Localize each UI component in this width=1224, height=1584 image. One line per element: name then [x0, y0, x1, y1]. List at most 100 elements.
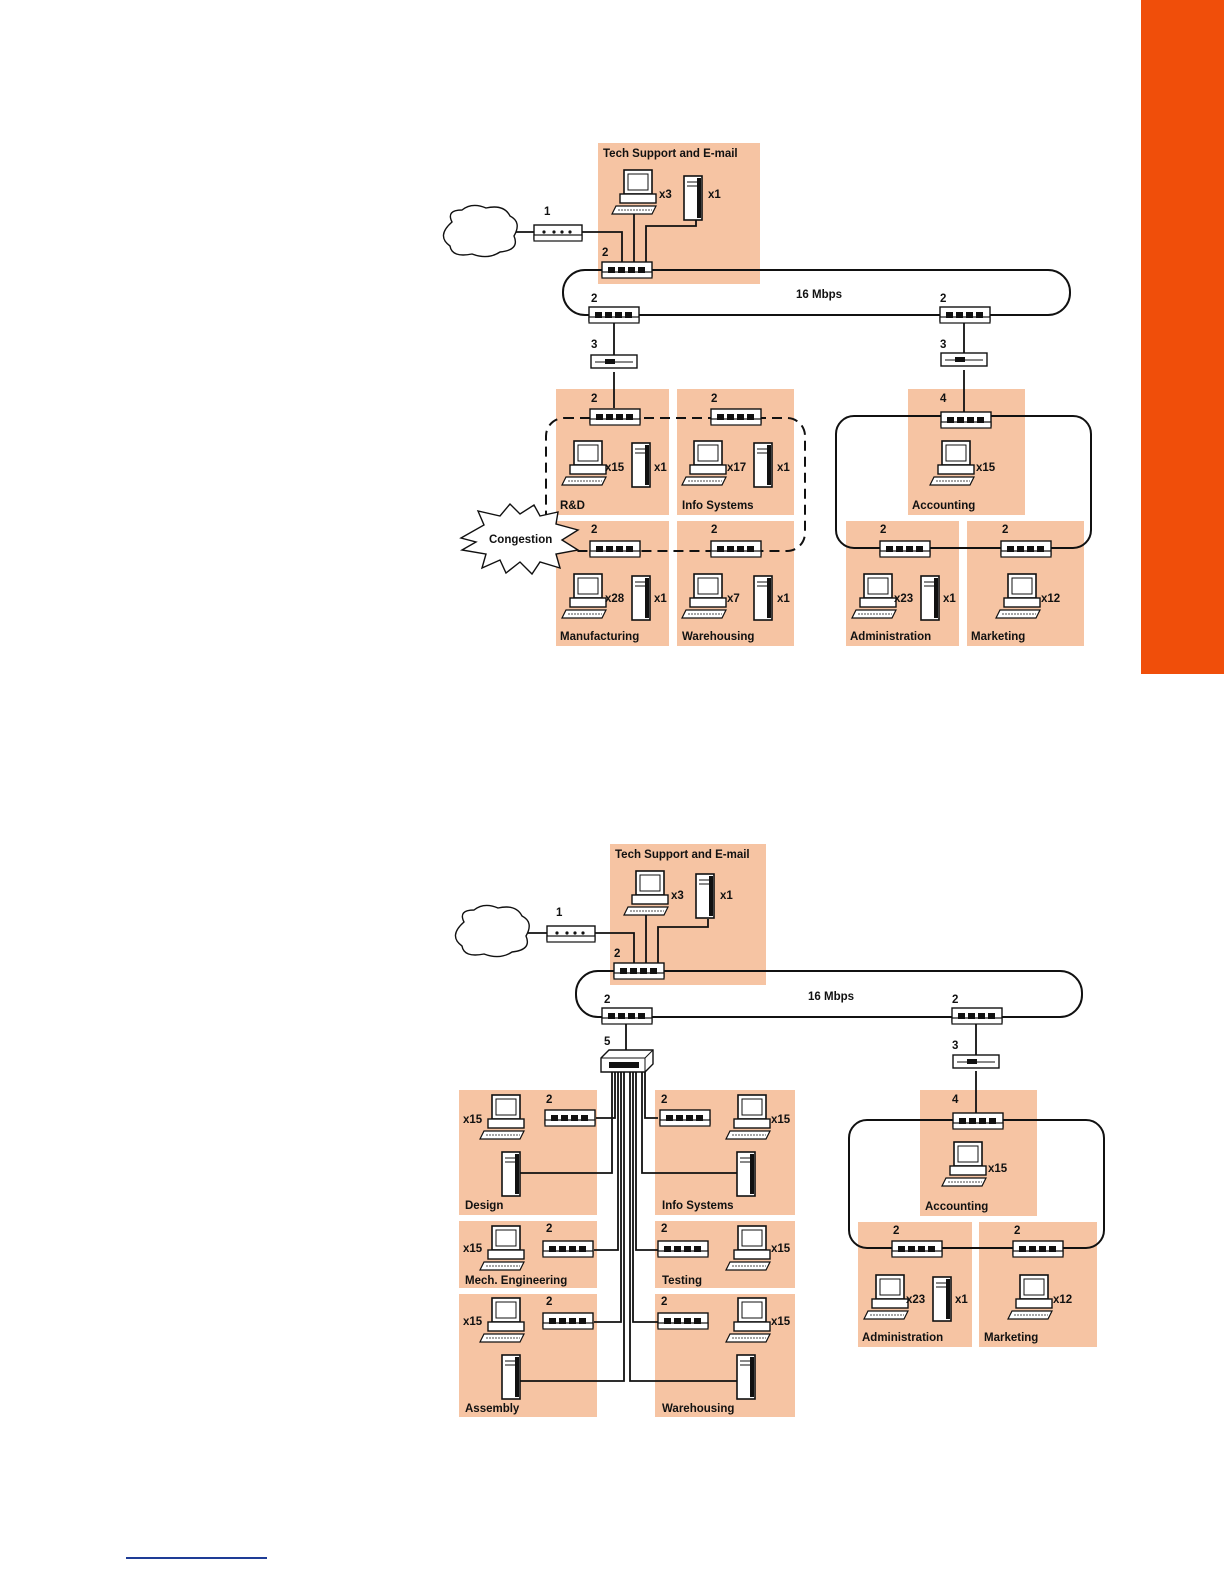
switch-links [520, 1072, 737, 1382]
ring-label: 16 Mbps [808, 991, 854, 1003]
zone-info-systems [655, 1090, 795, 1215]
hub-icon [951, 1007, 1003, 1025]
pc-count: x23 [906, 1294, 925, 1306]
hub-icon [1012, 1240, 1064, 1258]
hub-icon [601, 261, 653, 279]
marker-2: 2 [546, 1296, 552, 1308]
ring-label: 16 Mbps [796, 289, 842, 301]
server-icon [501, 1354, 521, 1400]
pc-count: x15 [976, 462, 996, 474]
tech-zone-title: Tech Support and E-mail [603, 148, 738, 160]
marker-2: 2 [602, 247, 608, 259]
marker-2: 2 [591, 393, 597, 405]
hub-icon [659, 1109, 711, 1127]
server-icon [753, 442, 773, 488]
marker-2: 2 [661, 1223, 667, 1235]
chapter-tab [1141, 0, 1224, 674]
marker-2: 2 [711, 393, 717, 405]
zone-label-info-systems: Info Systems [662, 1200, 734, 1212]
pc-count: x12 [1053, 1294, 1072, 1306]
zone-label-administration: Administration [850, 631, 931, 643]
token-ring [562, 269, 1071, 316]
zone-administration [846, 521, 959, 646]
hub-icon [544, 1109, 596, 1127]
zone-label-warehousing: Warehousing [662, 1403, 734, 1415]
pc-count: x17 [727, 462, 746, 474]
pc-count: x3 [671, 890, 684, 902]
footer-rule [126, 1557, 267, 1559]
marker-2: 2 [546, 1223, 552, 1235]
zone-label-manufacturing: Manufacturing [560, 631, 639, 643]
congestion-zone [545, 417, 806, 552]
server-count: x1 [654, 593, 667, 605]
cloud-icon [454, 904, 530, 958]
hub-icon [952, 1112, 1004, 1130]
zone-label-accounting: Accounting [912, 500, 975, 512]
hub-icon [657, 1240, 709, 1258]
pc-count: x28 [605, 593, 625, 605]
server-icon [501, 1151, 521, 1197]
pc-count: x12 [1041, 593, 1060, 605]
zone-label-mech-engineering: Mech. Engineering [465, 1275, 567, 1287]
server-icon [695, 873, 715, 919]
hub-icon [601, 1007, 653, 1025]
zone-rd [556, 389, 669, 515]
zone-label-design: Design [465, 1200, 503, 1212]
hub-icon [657, 1312, 709, 1330]
hub-icon [939, 306, 991, 324]
marker-4: 4 [952, 1094, 959, 1106]
hub-icon [879, 540, 931, 558]
diagram-1: 16 Mbps Congestion [442, 143, 1092, 646]
hub-icon [613, 962, 665, 980]
server-icon [683, 175, 703, 221]
zone-label-testing: Testing [662, 1275, 702, 1287]
pc-count: x15 [463, 1316, 483, 1328]
pc-count: x15 [463, 1114, 483, 1126]
pc-count: x3 [659, 189, 672, 201]
router-icon [546, 925, 596, 943]
marker-2: 2 [546, 1094, 552, 1106]
server-icon [736, 1354, 756, 1400]
marker-2: 2 [661, 1296, 667, 1308]
pc-count: x7 [727, 593, 740, 605]
marker-2: 2 [604, 994, 610, 1006]
marker-2: 2 [614, 948, 620, 960]
server-icon [736, 1151, 756, 1197]
marker-2: 2 [1014, 1225, 1020, 1237]
zone-label-warehousing: Warehousing [682, 631, 754, 643]
hub-icon [588, 306, 640, 324]
marker-2: 2 [661, 1094, 667, 1106]
zone-label-marketing: Marketing [984, 1332, 1038, 1344]
hub-icon [589, 540, 641, 558]
server-count: x1 [720, 890, 733, 902]
congestion-label: Congestion [489, 534, 552, 546]
router-icon [533, 224, 583, 242]
switch-icon [600, 1049, 654, 1073]
marker-2: 2 [591, 293, 597, 305]
server-icon [920, 575, 940, 621]
server-icon [631, 575, 651, 621]
hub-icon [542, 1312, 594, 1330]
pc-count: x15 [463, 1243, 483, 1255]
congestion-burst [459, 502, 580, 576]
marker-3: 3 [591, 339, 597, 351]
marker-2: 2 [711, 524, 717, 536]
hub-icon [891, 1240, 943, 1258]
bridge-icon [952, 1054, 1000, 1069]
marker-2: 2 [893, 1225, 899, 1237]
zone-label-assembly: Assembly [465, 1403, 520, 1415]
marker-3: 3 [940, 339, 946, 351]
marker-2: 2 [952, 994, 958, 1006]
server-count: x1 [943, 593, 956, 605]
tech-zone-title: Tech Support and E-mail [615, 849, 750, 861]
marker-1: 1 [556, 907, 563, 919]
cloud-icon [442, 204, 518, 258]
zone-manufacturing [556, 521, 669, 646]
server-count: x1 [654, 462, 667, 474]
zone-label-accounting: Accounting [925, 1201, 988, 1213]
pc-count: x15 [771, 1114, 791, 1126]
marker-2: 2 [880, 524, 886, 536]
marker-2: 2 [940, 293, 946, 305]
zone-label-administration: Administration [862, 1332, 943, 1344]
